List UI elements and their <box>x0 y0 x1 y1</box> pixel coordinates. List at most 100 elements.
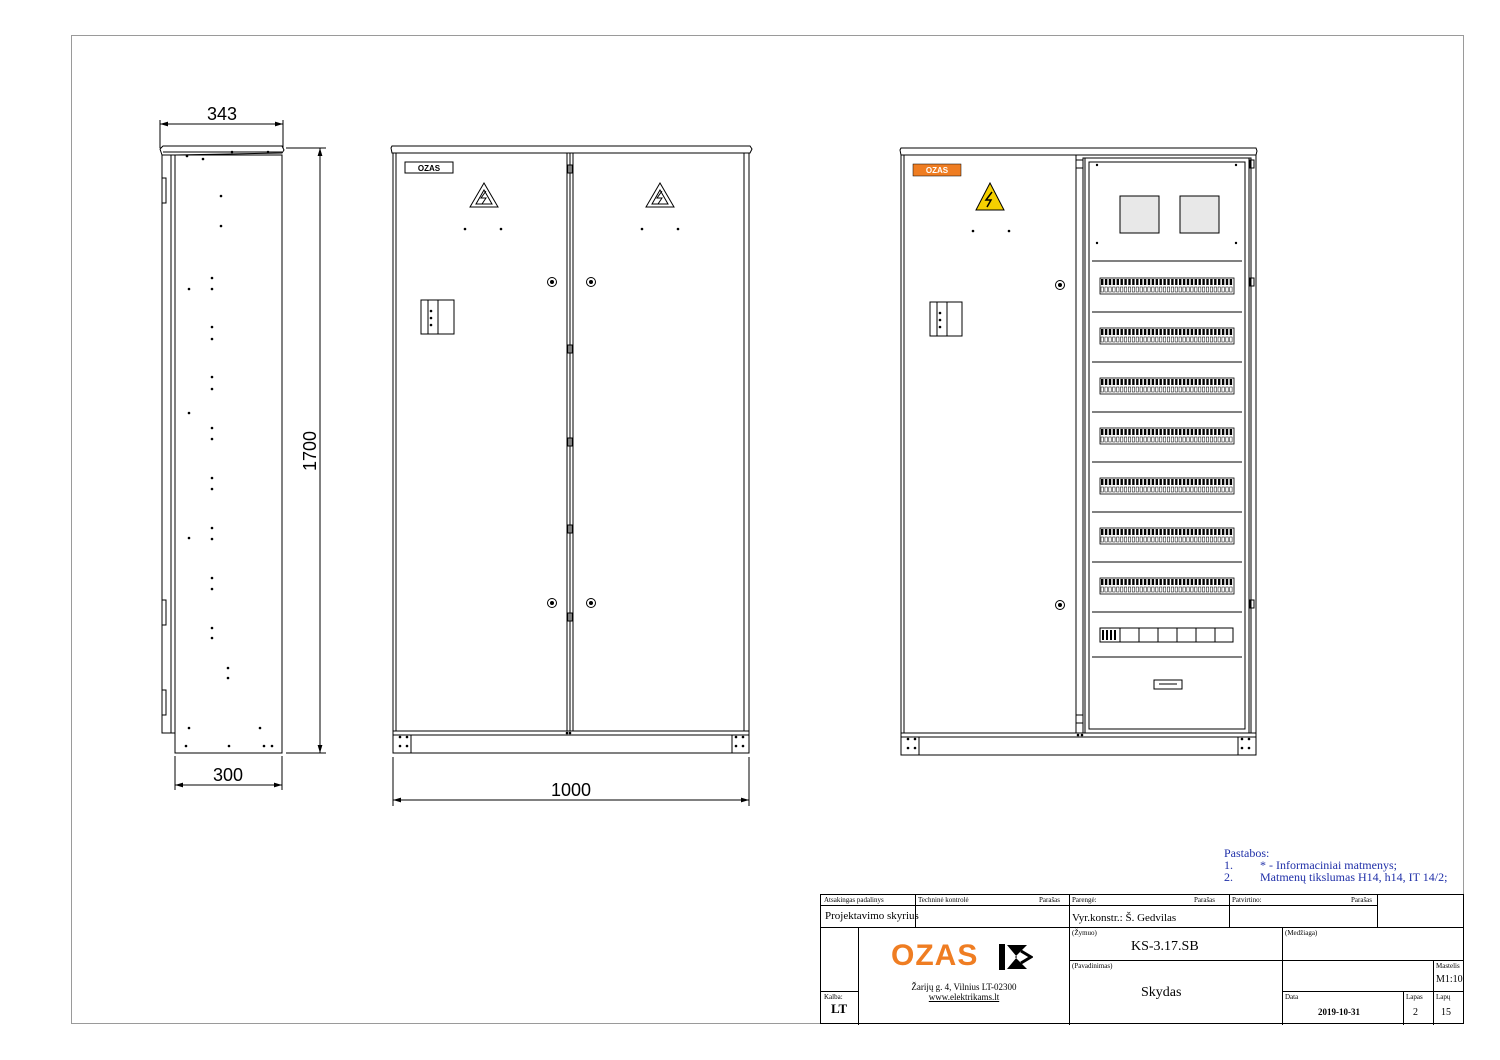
breaker <box>1101 279 1104 285</box>
breaker-terminal <box>1108 486 1112 493</box>
breaker <box>1151 529 1155 535</box>
breaker-terminal <box>1170 286 1174 293</box>
sheet-value: 2 <box>1413 1007 1418 1018</box>
breaker <box>1171 379 1174 385</box>
note-text: Matmenų tikslumas H14, h14, IT 14/2; <box>1260 870 1448 884</box>
breaker <box>1214 279 1217 285</box>
breaker <box>1218 279 1221 285</box>
website-link[interactable]: www.elektrikams.lt <box>928 992 1000 1002</box>
breaker <box>1229 329 1233 335</box>
breaker <box>1155 279 1158 285</box>
breaker-terminal <box>1163 436 1167 443</box>
breaker-row <box>1099 277 1235 295</box>
company-logo: OZAS <box>891 939 979 972</box>
breaker-terminal <box>1213 436 1217 443</box>
breaker <box>1221 379 1225 385</box>
breaker <box>1136 479 1139 485</box>
breaker <box>1159 429 1162 435</box>
designation-value: KS-3.17.SB <box>1131 939 1199 954</box>
breaker-terminal <box>1124 586 1128 593</box>
breaker <box>1151 279 1155 285</box>
breaker <box>1112 279 1116 285</box>
breaker <box>1128 329 1131 335</box>
breaker <box>1167 529 1170 535</box>
breaker <box>1202 329 1205 335</box>
breaker <box>1229 429 1233 435</box>
breaker <box>1194 529 1197 535</box>
breaker <box>1124 479 1127 485</box>
breaker <box>1210 529 1213 535</box>
breaker-terminal <box>1163 386 1167 393</box>
breaker-terminal <box>1198 436 1202 443</box>
breaker <box>1140 579 1143 585</box>
breaker-row <box>1099 327 1235 345</box>
breaker-terminal <box>1206 586 1209 593</box>
signature-label: Parašas <box>1039 896 1060 904</box>
breaker-terminal <box>1221 536 1225 543</box>
breaker <box>1190 579 1194 585</box>
door-lock-icon <box>547 598 557 608</box>
breaker-terminal <box>1178 436 1182 443</box>
breaker-terminal <box>1182 586 1186 593</box>
breaker <box>1206 379 1209 385</box>
breaker <box>1171 479 1174 485</box>
breaker-terminal <box>1143 536 1147 543</box>
breaker-terminal <box>1225 536 1229 543</box>
breaker-terminal <box>1104 586 1108 593</box>
breaker <box>1116 379 1119 385</box>
door-logo-text-open: OZAS <box>926 166 949 175</box>
breaker <box>1225 429 1229 435</box>
breaker <box>1225 529 1229 535</box>
breaker-terminal <box>1229 586 1233 593</box>
breaker <box>1186 279 1190 285</box>
breaker-terminal <box>1202 386 1206 393</box>
breaker <box>1221 429 1225 435</box>
breaker <box>1120 329 1123 335</box>
breaker <box>1163 579 1166 585</box>
breaker <box>1128 279 1131 285</box>
breaker <box>1140 429 1143 435</box>
company-address: Žarijų g. 4, Vilnius LT-02300 www.elektr… <box>859 982 1069 1002</box>
breaker <box>1108 479 1112 485</box>
breaker-terminal <box>1108 536 1112 543</box>
breaker-terminal <box>1209 486 1213 493</box>
breaker <box>1143 379 1147 385</box>
breaker <box>1151 479 1155 485</box>
breaker-terminal <box>1131 286 1135 293</box>
breaker <box>1104 429 1108 435</box>
breaker-terminal <box>1163 586 1167 593</box>
breaker-terminal <box>1178 286 1182 293</box>
breaker <box>1194 329 1197 335</box>
breaker-terminal <box>1147 486 1151 493</box>
breaker <box>1132 329 1135 335</box>
breaker-terminal <box>1186 336 1190 343</box>
breaker-terminal <box>1190 336 1194 343</box>
door-lock-icon <box>586 277 596 287</box>
breaker-terminal <box>1155 536 1159 543</box>
breaker <box>1163 379 1166 385</box>
breaker <box>1159 479 1162 485</box>
breaker-terminal <box>1198 286 1202 293</box>
breaker <box>1210 579 1213 585</box>
breaker <box>1112 429 1116 435</box>
breaker <box>1167 579 1170 585</box>
breaker-terminal <box>1221 486 1225 493</box>
breaker <box>1194 279 1197 285</box>
breaker-terminal <box>1151 286 1155 293</box>
dim-height: 1700 <box>300 431 320 471</box>
breaker <box>1171 279 1174 285</box>
front-dimensions <box>392 757 750 806</box>
breaker <box>1229 479 1233 485</box>
breaker-terminal <box>1229 536 1233 543</box>
breaker <box>1190 429 1194 435</box>
breaker <box>1198 529 1201 535</box>
breaker-terminal <box>1170 436 1174 443</box>
date-label: Data <box>1285 993 1299 1001</box>
door-logo-text-left: OZAS <box>418 164 441 173</box>
breaker-terminal <box>1159 336 1163 343</box>
breaker-terminal <box>1194 586 1198 593</box>
breaker-terminal <box>1155 586 1159 593</box>
breaker <box>1218 329 1221 335</box>
name-value: Skydas <box>1141 985 1182 1000</box>
breaker-terminal <box>1186 486 1190 493</box>
